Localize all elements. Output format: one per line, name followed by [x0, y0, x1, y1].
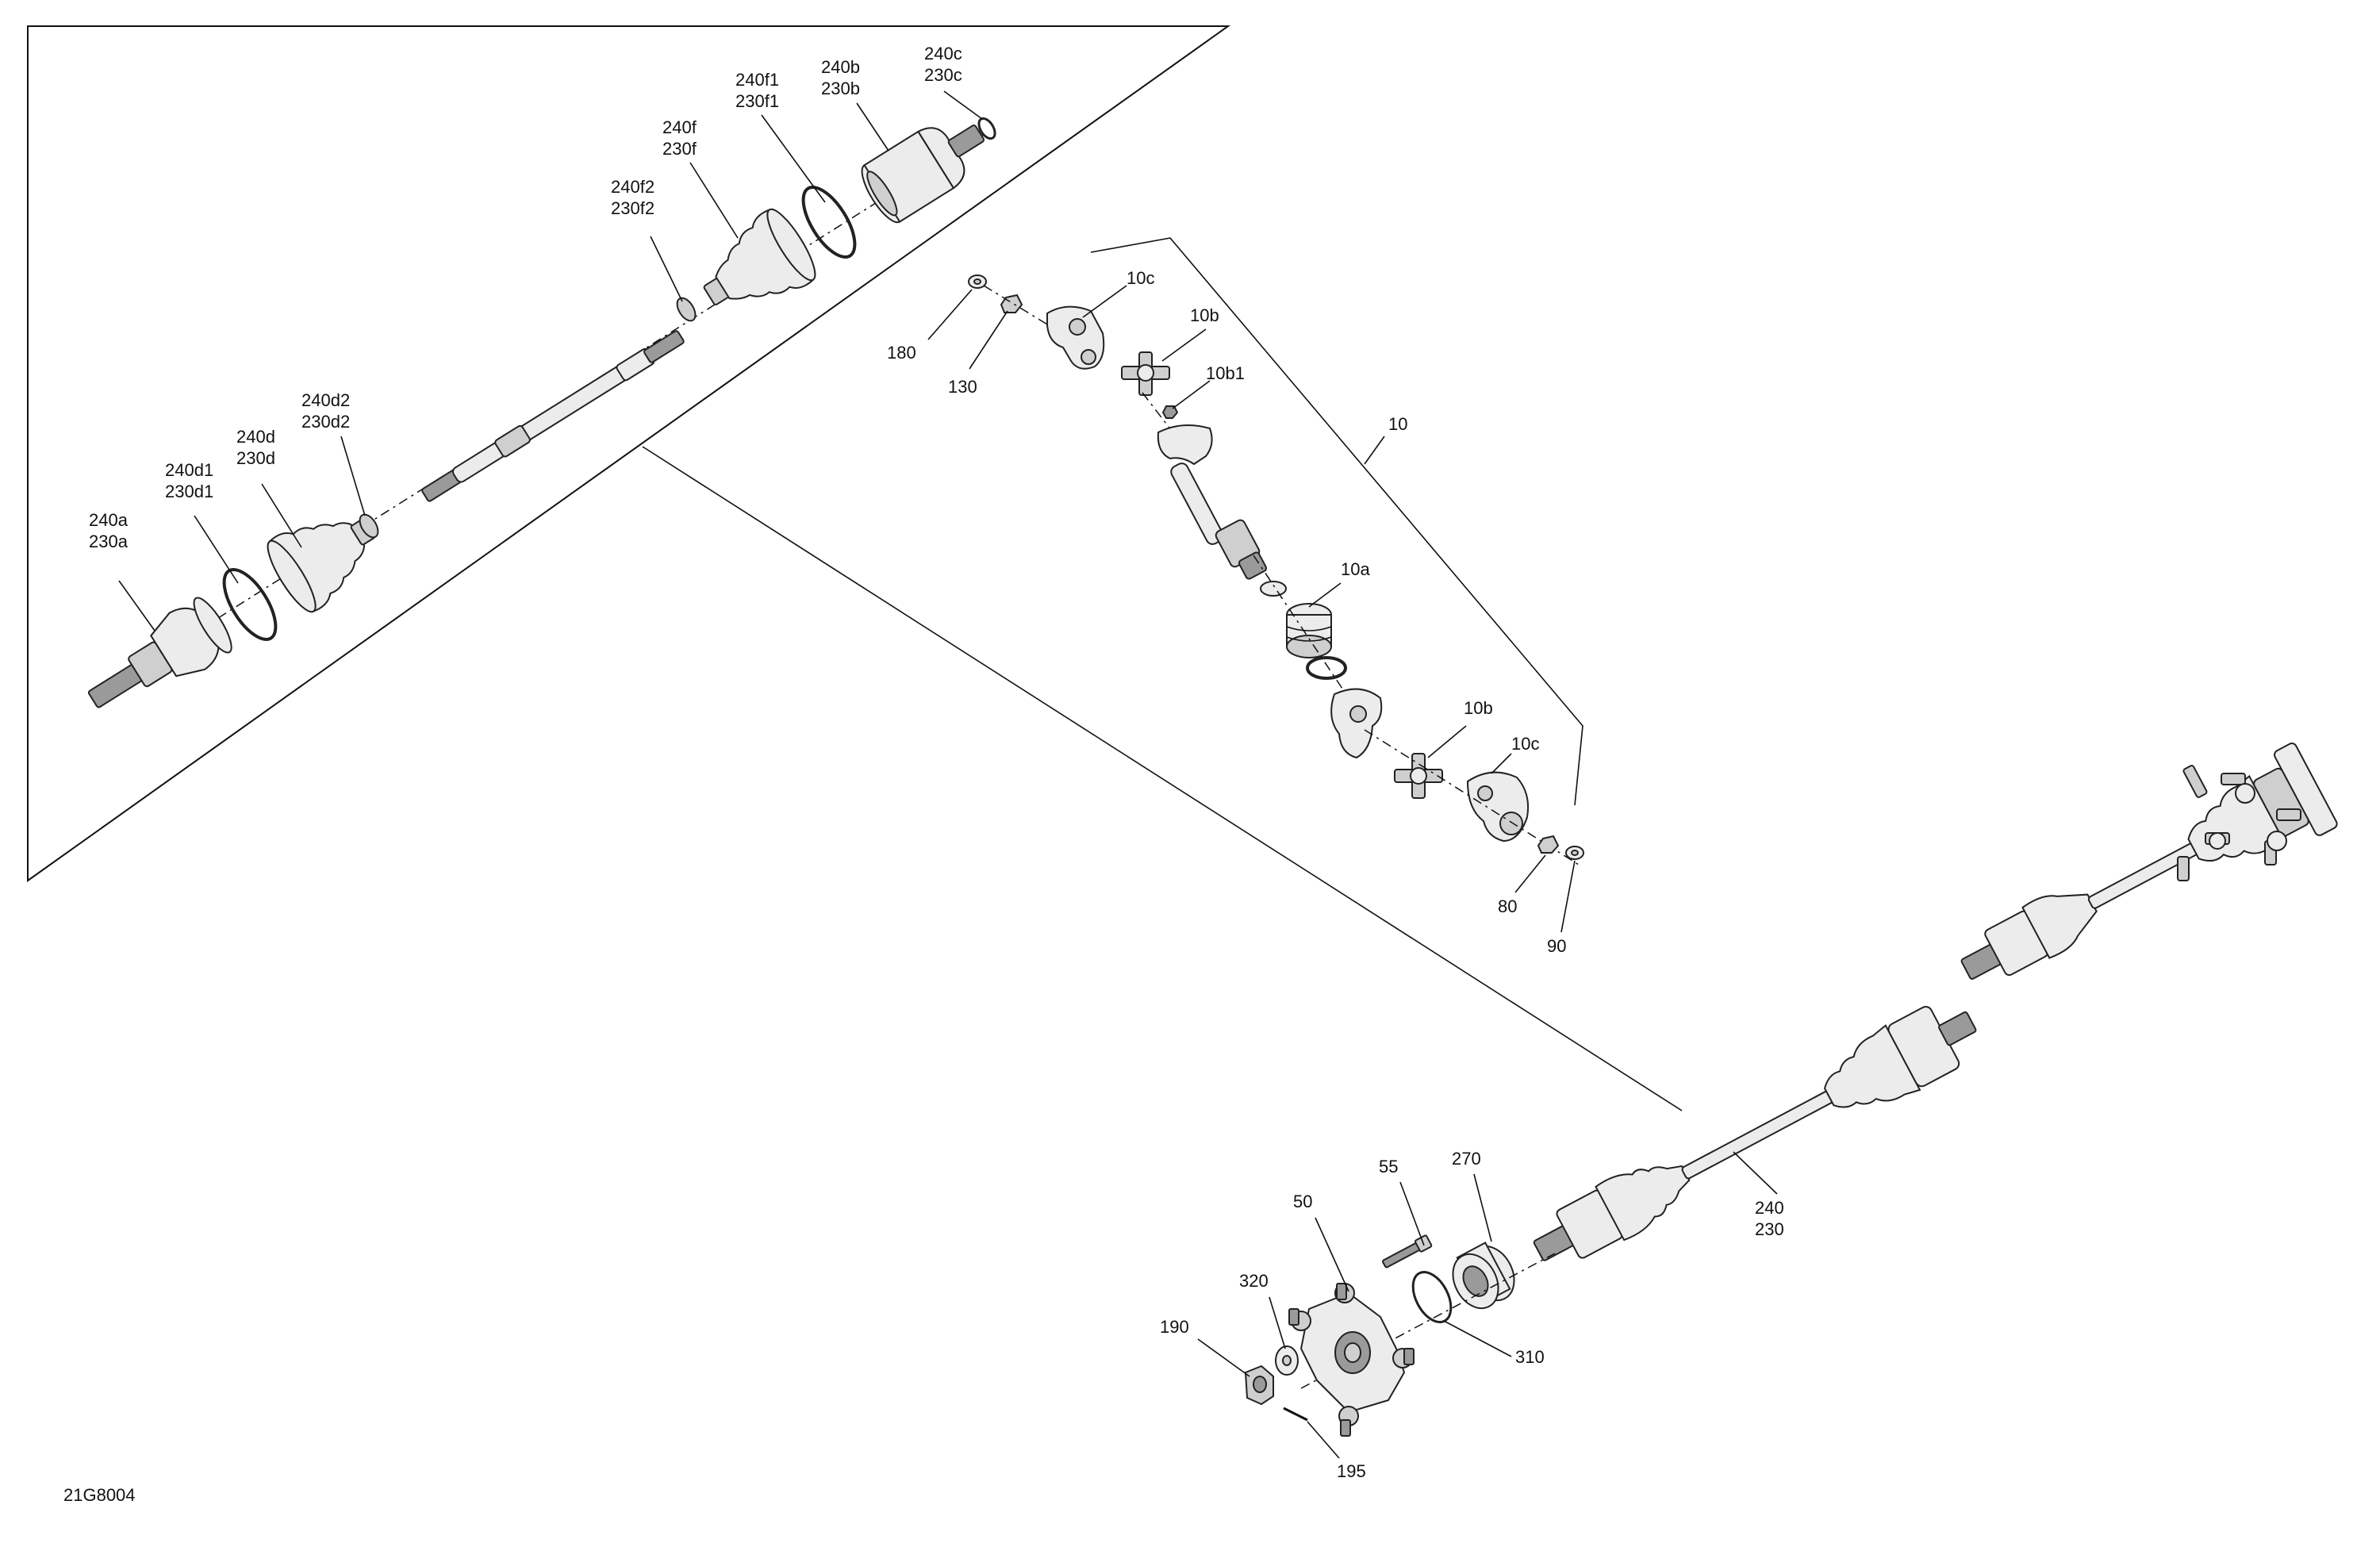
callout-55: 55: [1379, 1157, 1398, 1176]
cotter-pin-195: [1283, 1407, 1308, 1422]
u-joint-10b-bottom: [1394, 753, 1443, 799]
main-axle-240: [1533, 1006, 1977, 1261]
yoke-lower: [1330, 688, 1383, 759]
outer-cv-joint: [87, 597, 232, 708]
inset-axle-shaft: [421, 330, 685, 502]
callout-240f1: 240f1: [735, 70, 779, 90]
inset-axle-assembly: [87, 90, 996, 708]
inset-frame: [27, 25, 1231, 882]
main-axle-labels: 240 230: [1755, 1198, 1784, 1239]
hub-studs: [2177, 765, 2301, 881]
callout-10b-top: 10b: [1190, 305, 1219, 325]
castle-nut-190: [1244, 1365, 1274, 1406]
circlip: [977, 117, 996, 140]
inset-connector-line: [642, 446, 1683, 1111]
callout-240c: 240c: [924, 44, 962, 63]
callout-230a: 230a: [89, 532, 129, 551]
callout-230d2: 230d2: [301, 412, 350, 432]
bracket-10: [1090, 237, 1583, 806]
circlip-310: [1411, 1271, 1453, 1323]
yoke-10c-bottom: [1466, 771, 1530, 843]
callout-10c-top: 10c: [1127, 268, 1154, 288]
propeller-shaft-assembly: [927, 237, 1584, 933]
propshaft-labels: 180 130 10c 10b 10b1 10 10a 10b 10c 80 9…: [887, 268, 1566, 956]
callout-230d: 230d: [236, 448, 275, 468]
callout-230f2: 230f2: [611, 198, 654, 218]
callout-230f: 230f: [662, 139, 697, 159]
callout-195: 195: [1337, 1461, 1366, 1481]
wheel-hub-50: [1288, 1283, 1415, 1437]
callout-230b: 230b: [821, 79, 860, 98]
assembled-axle-with-hub: [1960, 743, 2338, 980]
callout-270: 270: [1452, 1149, 1481, 1169]
callout-10c-bottom: 10c: [1511, 734, 1539, 754]
wheel-bearing-270: [1452, 1242, 1515, 1310]
callout-230c: 230c: [924, 65, 962, 85]
yoke-10c-top: [1046, 305, 1105, 370]
seal-ring: [1260, 581, 1287, 597]
callout-180: 180: [887, 343, 916, 363]
wheel-stud-55: [1382, 1234, 1433, 1269]
inset-labels: 240a 230a 240d1 230d1 240d 230d 240d2 23…: [89, 44, 962, 551]
callout-240d: 240d: [236, 427, 275, 447]
slip-yoke-shaft: [1157, 424, 1268, 580]
boot-clamp-small-inner: [676, 297, 697, 322]
callout-230d1: 230d1: [165, 482, 213, 501]
slip-joint-boot-10a: [1286, 603, 1332, 658]
boot-clamp-small-outer: [359, 513, 379, 539]
callout-80: 80: [1498, 896, 1517, 916]
callout-240d1: 240d1: [165, 460, 213, 480]
hub-labels: 55 270 50 320 190 310 195: [1160, 1149, 1545, 1481]
callout-230f1: 230f1: [735, 91, 779, 111]
diagram-reference-id: 21G8004: [63, 1485, 136, 1505]
boot-clamp-large-inner: [801, 186, 857, 259]
callout-240b: 240b: [821, 57, 860, 77]
callout-320: 320: [1239, 1271, 1269, 1291]
callout-10b1: 10b1: [1206, 363, 1245, 383]
grease-fitting-10b1: [1161, 405, 1179, 419]
inner-cv-boot: [703, 208, 816, 305]
boot-clamp-large-outer: [222, 568, 278, 641]
callout-10: 10: [1388, 414, 1407, 434]
callout-50: 50: [1293, 1192, 1312, 1211]
callout-190: 190: [1160, 1317, 1189, 1337]
callout-240: 240: [1755, 1198, 1784, 1218]
bolt-80: [1537, 835, 1560, 854]
callout-90: 90: [1547, 936, 1566, 956]
callout-240f2: 240f2: [611, 177, 654, 197]
callout-10a: 10a: [1341, 559, 1370, 579]
outer-cv-boot: [267, 518, 376, 613]
callout-240a: 240a: [89, 510, 129, 530]
callout-310: 310: [1515, 1347, 1545, 1367]
callout-10b-bottom: 10b: [1464, 698, 1493, 718]
boot-clamp-10a: [1306, 656, 1347, 680]
callout-240f: 240f: [662, 117, 697, 137]
u-joint-10b-top: [1121, 351, 1170, 396]
callout-130: 130: [948, 377, 977, 397]
inner-cv-joint: [861, 124, 985, 224]
callout-230: 230: [1755, 1219, 1784, 1239]
inset-axis-line: [90, 134, 985, 699]
callout-240d2: 240d2: [301, 390, 350, 410]
